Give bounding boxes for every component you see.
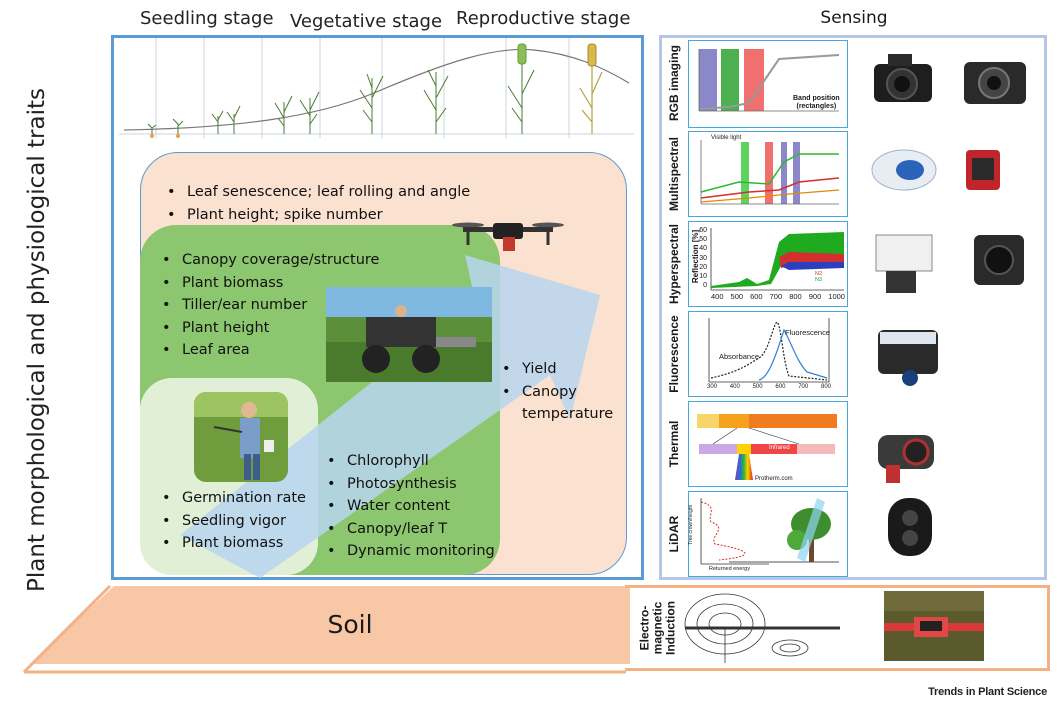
- absorbance-label: Absorbance: [719, 352, 760, 361]
- lidar-side-label: Tree crown/height: [687, 505, 694, 545]
- green-traits-list: Chlorophyll Photosynthesis Water content…: [325, 450, 495, 563]
- thermal-graph: Infrared Protherm.com: [688, 401, 848, 487]
- lidar-sensor-icon: [888, 498, 932, 556]
- emi-label: Electro- magnetic Induction: [637, 601, 678, 655]
- journal-credit: Trends in Plant Science: [928, 686, 1047, 698]
- infrared-label: Infrared: [769, 445, 790, 451]
- trait-item: Germination rate: [160, 487, 306, 510]
- row-label-rgb: RGB imaging: [667, 44, 681, 122]
- sensing-panel: [659, 35, 1047, 580]
- stage-vegetative: Vegetative stage: [290, 11, 443, 32]
- thermal-camera-icon: [878, 435, 934, 483]
- right-traits-list: Yield Canopy temperature: [500, 358, 627, 426]
- dslr-camera-icon: [874, 54, 932, 102]
- vertical-title: Plant morphological and physiological tr…: [24, 87, 50, 593]
- row-label-multispectral: Multispectral: [667, 136, 681, 212]
- sensing-title: Sensing: [820, 8, 888, 28]
- emi-device-photo: [884, 591, 984, 661]
- field-vehicle-photo: [326, 287, 492, 382]
- field-worker-photo: [194, 392, 288, 482]
- mid-traits-list: Canopy coverage/structure Plant biomass …: [160, 249, 379, 362]
- trait-item: Dynamic monitoring: [325, 540, 495, 563]
- trait-item: Canopy coverage/structure: [160, 249, 379, 272]
- row-label-lidar: LiDAR: [667, 515, 681, 553]
- rgb-graph: Band position (rectangles): [688, 40, 848, 128]
- trait-item: Plant height: [160, 317, 379, 340]
- trait-item: Tiller/ear number: [160, 294, 379, 317]
- trait-item: Plant biomass: [160, 532, 306, 555]
- trait-item: Photosynthesis: [325, 473, 495, 496]
- band-position-label: Band position: [793, 95, 840, 102]
- fluorescence-sensor-icon: [878, 330, 938, 386]
- multispectral-sensor-icon: [871, 149, 1000, 191]
- row-label-hyperspectral: Hyperspectral: [667, 223, 681, 305]
- sensor-devices: [871, 54, 1026, 556]
- trait-item: Water content: [325, 495, 495, 518]
- hyper-legend: N1 N2 N3: [815, 264, 823, 283]
- trait-item: Yield: [500, 358, 627, 381]
- stage-reproductive: Reproductive stage: [456, 8, 631, 29]
- growth-stage-illustration: [119, 38, 634, 138]
- trait-item: Canopy/leaf T: [325, 518, 495, 541]
- stage-seedling: Seedling stage: [140, 8, 274, 29]
- trait-item: Canopy temperature: [500, 381, 627, 426]
- trait-item: Seedling vigor: [160, 510, 306, 533]
- multispectral-graph: Visible light: [688, 131, 848, 217]
- late-traits-list: Leaf senescence; leaf rolling and angle …: [165, 181, 470, 226]
- fluorescence-label: Fluorescence: [785, 328, 831, 337]
- lidar-axis-label: Returned energy: [709, 566, 750, 572]
- emi-diagram: [684, 593, 840, 663]
- row-label-thermal: Thermal: [667, 420, 681, 468]
- trait-item: Leaf area: [160, 339, 379, 362]
- lidar-graph: Returned energy Tree crown/height: [688, 491, 848, 577]
- band-position-sub: (rectangles): [796, 103, 837, 110]
- hyperspectral-camera-icon: [875, 234, 1024, 293]
- thermal-credit-label: Protherm.com: [755, 476, 793, 482]
- trait-item: Chlorophyll: [325, 450, 495, 473]
- compact-camera-icon: [964, 62, 1026, 104]
- trait-item: Plant height; spike number: [165, 204, 470, 227]
- soil-label: Soil: [327, 610, 373, 639]
- drone-image: [452, 222, 564, 251]
- multispectral-top-label: Visible light: [711, 135, 742, 141]
- early-traits-list: Germination rate Seedling vigor Plant bi…: [160, 487, 306, 555]
- trait-item: Plant biomass: [160, 272, 379, 295]
- reflection-axis-label: Reflection [%]: [691, 229, 701, 284]
- traits-panel: [111, 35, 644, 580]
- row-label-fluorescence: Fluorescence: [667, 315, 681, 393]
- trait-item: Leaf senescence; leaf rolling and angle: [165, 181, 470, 204]
- emi-panel: [625, 585, 1050, 671]
- soil-band: [22, 584, 630, 674]
